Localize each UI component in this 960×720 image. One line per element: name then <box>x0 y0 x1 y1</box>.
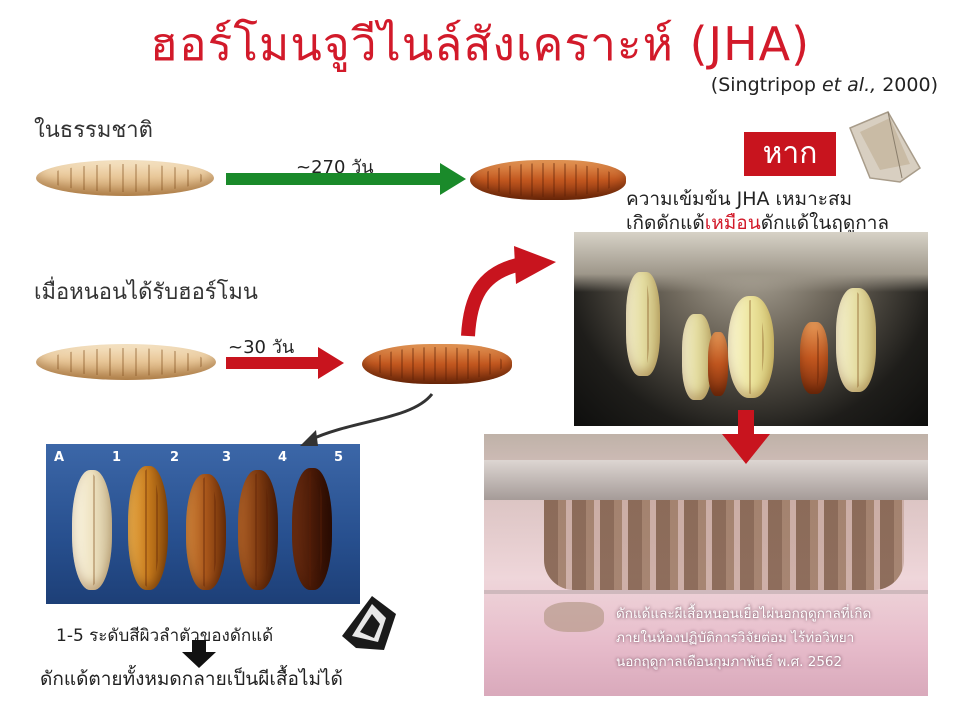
stage-label-1: 1 <box>112 450 122 465</box>
curved-arrow-icon <box>300 393 434 446</box>
pupa-hanging-1 <box>708 332 728 396</box>
condition-line-2-end: ดักแด้ในฤดูกาล <box>760 212 890 234</box>
citation-etal: et al., <box>821 74 877 96</box>
stage-4-pupa <box>292 468 332 590</box>
larva-hanging-2 <box>682 314 712 400</box>
condition-badge: หาก <box>744 132 836 176</box>
stage-2-pupa <box>186 474 226 590</box>
row-nature-label: ในธรรมชาติ <box>34 118 153 143</box>
condition-line-2-start: เกิดดักแด้ <box>626 212 705 234</box>
down-arrow-icon <box>722 410 770 464</box>
stage-3-pupa <box>238 470 278 590</box>
row-hormone-label: เมื่อหนอนได้รับฮอร์โมน <box>34 280 258 305</box>
moth-icon <box>849 111 921 183</box>
larva-hormone <box>36 344 216 380</box>
condition-highlight: เหมือน <box>704 212 761 234</box>
lab-caption-line-3: นอกฤดูกาลเดือนกุมภาพันธ์ พ.ศ. 2562 <box>616 654 843 670</box>
larva-nature <box>36 160 214 196</box>
page-title: ฮอร์โมนจูวีไนล์สังเคราะห์ (JHA) <box>149 17 811 71</box>
pupa-nature <box>470 160 626 200</box>
photo-lab-container <box>484 434 928 696</box>
duration-nature: ~270 วัน <box>296 157 374 178</box>
stage-label-3: 3 <box>222 450 232 465</box>
pupa-hormone <box>362 344 512 384</box>
lab-caption: ดักแด้และผีเสื้อหนอนเยื่อไผ่นอกฤดูกาลที่… <box>616 602 916 674</box>
stage-label-4: 4 <box>278 450 288 465</box>
citation: (Singtripop et al., 2000) <box>711 74 938 96</box>
photo-pupae-hanging <box>574 232 928 426</box>
citation-open: (Singtripop <box>710 74 816 96</box>
moth-icon <box>342 596 396 650</box>
lab-caption-line-1: ดักแด้และผีเสื้อหนอนเยื่อไผ่นอกฤดูกาลที่… <box>616 606 872 622</box>
citation-year: 2000) <box>882 74 938 96</box>
pupa-hanging-2 <box>800 322 828 394</box>
down-arrow-icon <box>182 640 216 668</box>
red-arrow-icon <box>226 347 344 379</box>
duration-hormone: ~30 วัน <box>228 337 295 358</box>
photo-color-stages: A 1 2 3 4 5 <box>46 444 360 604</box>
stages-caption: 1-5 ระดับสีผิวลำตัวของดักแด้ <box>56 626 274 646</box>
stage-a-larva <box>72 470 112 590</box>
stage-label-2: 2 <box>170 450 180 465</box>
lab-caption-line-2: ภายในห้องปฏิบัติการวิจัยต่อม ไร้ท่อวิทยา <box>616 630 855 646</box>
stage-label-a: A <box>54 450 65 465</box>
curved-arrow-icon <box>461 246 556 337</box>
condition-line-1: ความเข้มข้น JHA เหมาะสม <box>626 188 853 210</box>
outcome-death-text: ดักแด้ตายทั้งหมดกลายเป็นผีเสื้อไม่ได้ <box>40 668 343 690</box>
larva-hanging-3 <box>728 296 774 398</box>
stage-label-5: 5 <box>334 450 344 465</box>
larva-hanging-1 <box>626 272 660 376</box>
larva-hanging-4 <box>836 288 876 392</box>
stage-1-pupa <box>128 466 168 590</box>
condition-line-2: เกิดดักแด้เหมือนดักแด้ในฤดูกาล <box>626 208 889 238</box>
green-arrow-icon <box>226 163 466 195</box>
